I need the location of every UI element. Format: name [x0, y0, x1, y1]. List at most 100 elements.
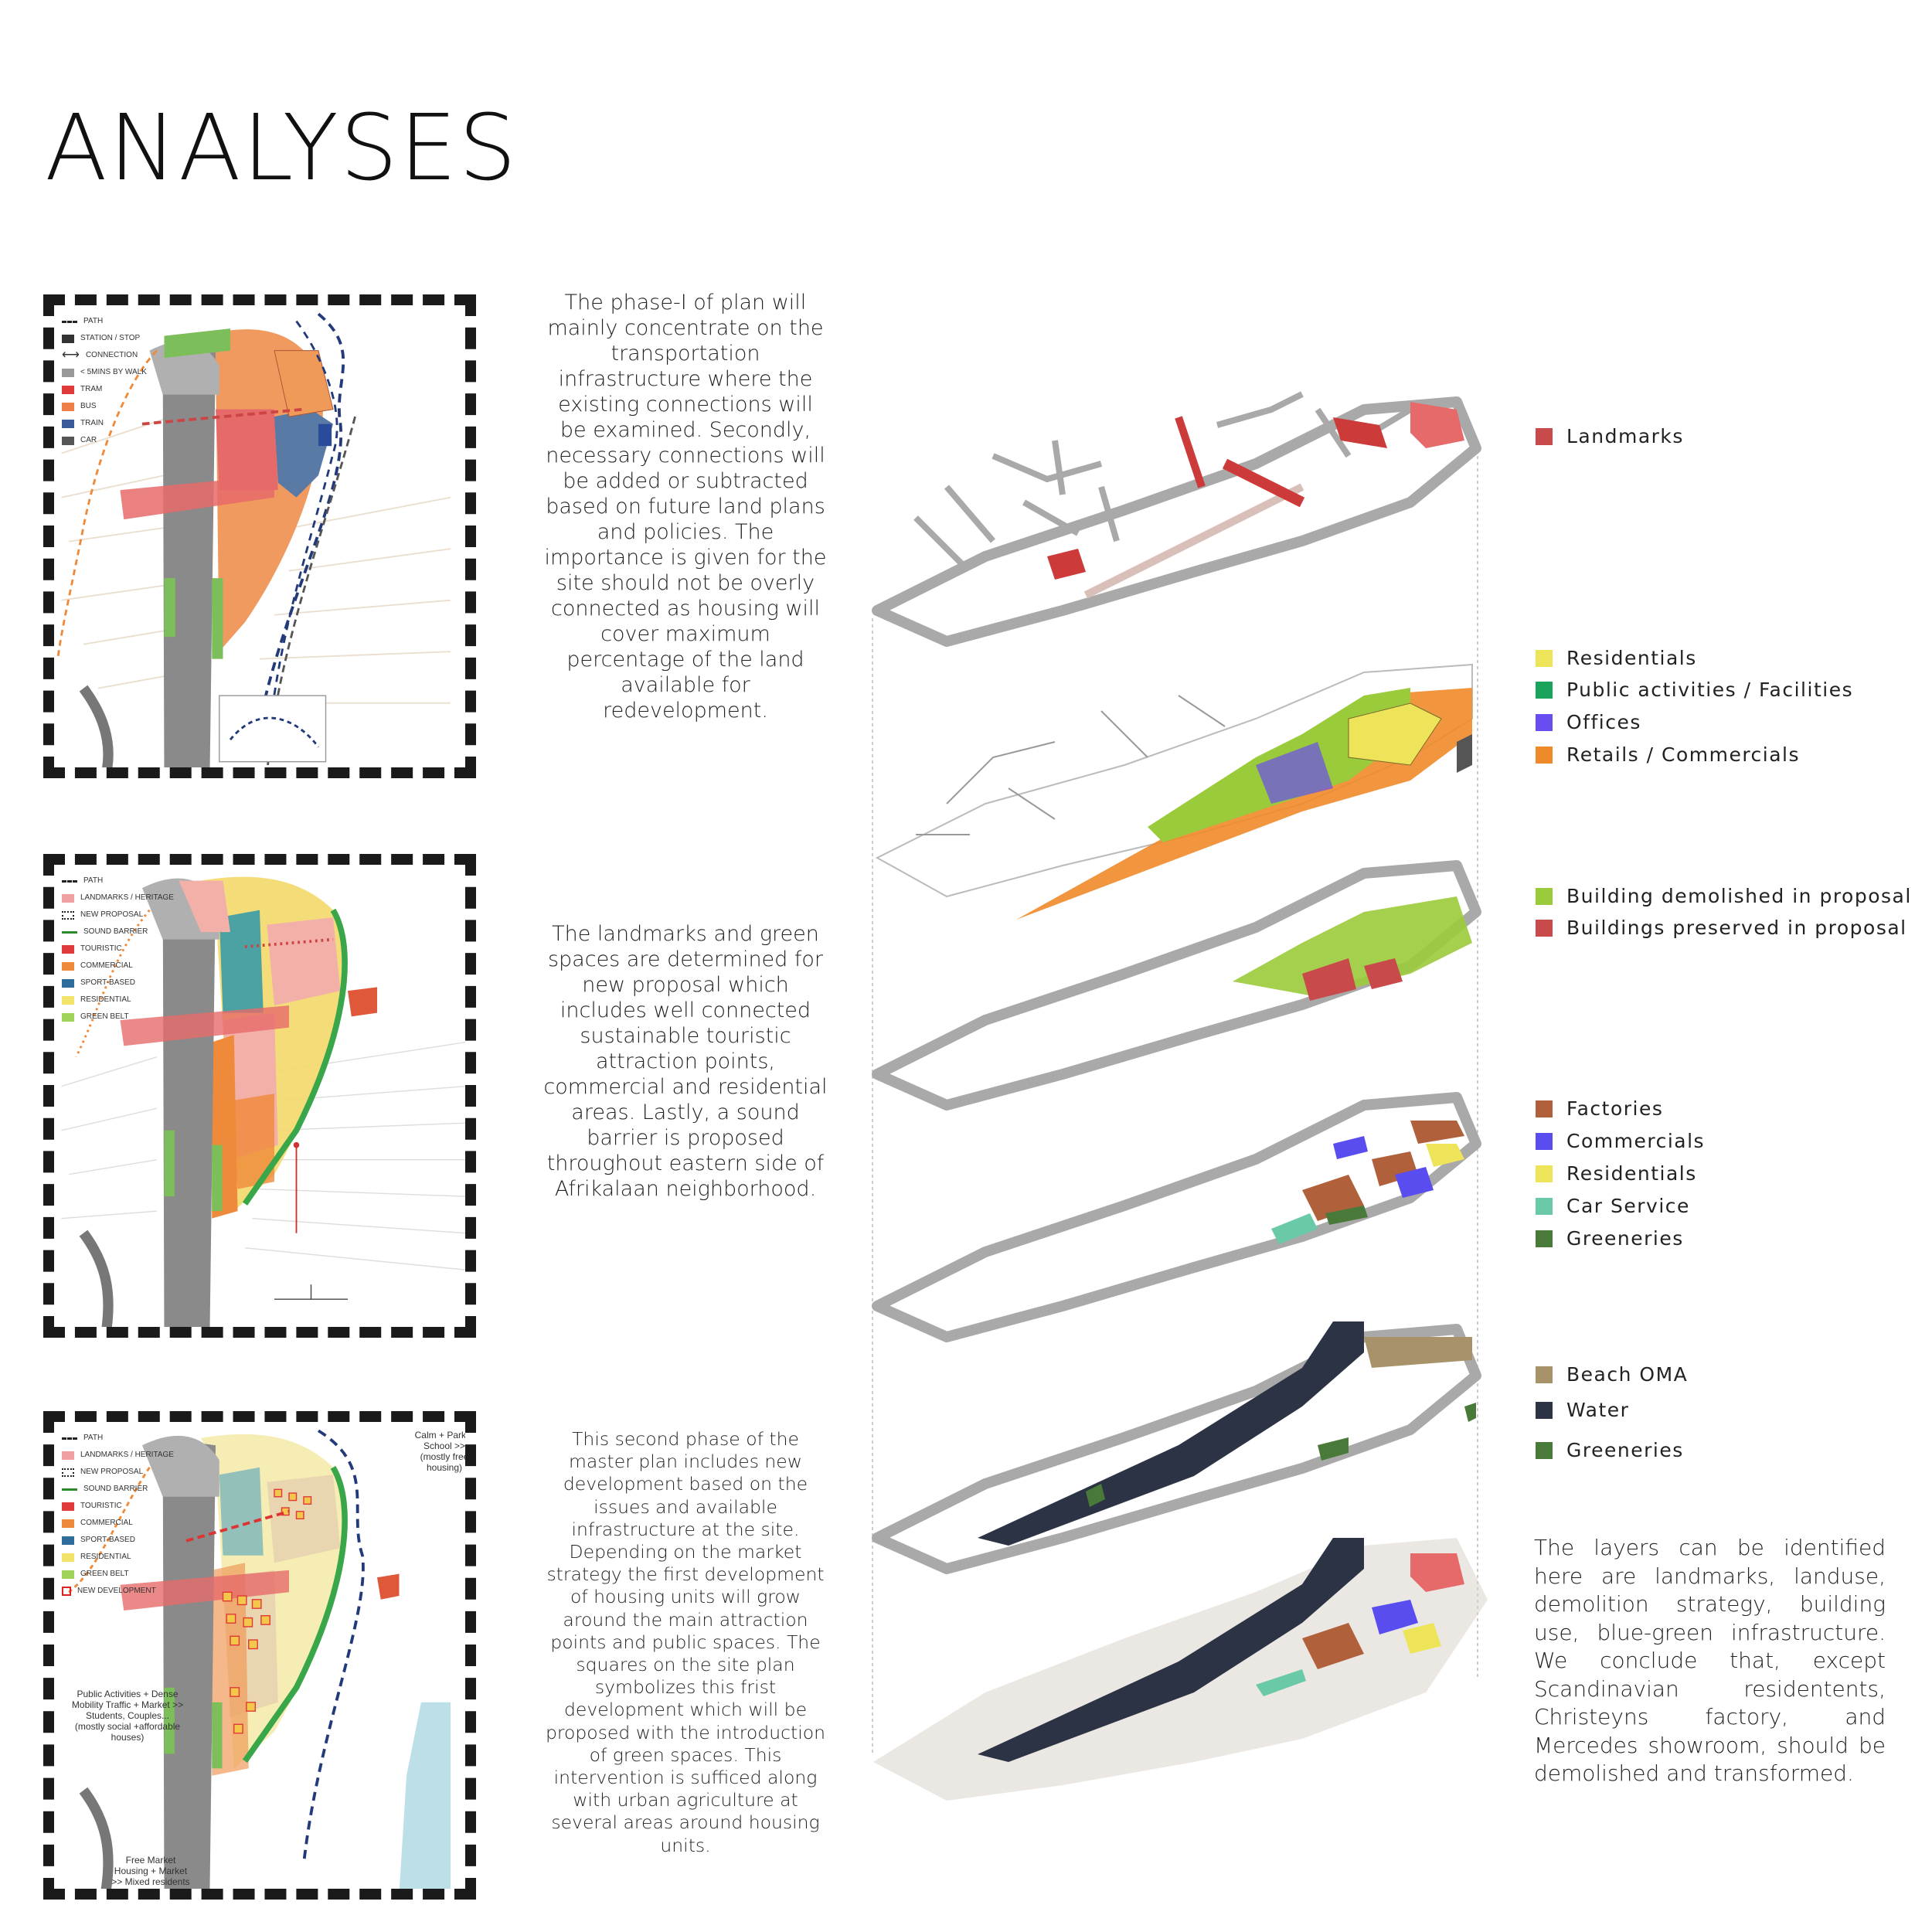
legend-label: COMMERCIAL — [80, 1519, 133, 1527]
legend-swatch — [62, 995, 74, 1005]
legend-item: Factories — [1536, 1097, 1663, 1120]
note-free-market: Free Market Housing + Market >> Mixed re… — [111, 1855, 190, 1887]
legend-row: PATH — [62, 313, 147, 330]
new-development-icon — [62, 1587, 71, 1596]
legend-row: NEW PROPOSAL — [62, 906, 174, 923]
path-line-icon — [62, 1437, 77, 1440]
legend-label: NEW DEVELOPMENT — [77, 1587, 156, 1595]
legend-swatch — [62, 1553, 74, 1562]
legend-swatch — [62, 436, 74, 445]
legend-swatch — [62, 419, 74, 428]
legend-row: TRAM — [62, 381, 147, 398]
path-line-icon — [62, 320, 77, 323]
legend-label: < 5MINS BY WALK — [80, 368, 147, 376]
layer-blue-green — [872, 1321, 1481, 1574]
legend-row: NEW DEVELOPMENT — [62, 1583, 174, 1600]
legend-row: < 5MINS BY WALK — [62, 364, 147, 381]
legend-label: Water — [1566, 1399, 1630, 1421]
swatch — [1536, 746, 1553, 764]
legend-label: Greeneries — [1566, 1227, 1684, 1250]
legend-label: Commercials — [1566, 1130, 1706, 1152]
legend-row: LANDMARKS / HERITAGE — [62, 889, 174, 906]
legend-item: Greeneries — [1536, 1227, 1684, 1250]
legend-label: COMMERCIAL — [80, 961, 133, 970]
legend-row: NEW PROPOSAL — [62, 1464, 174, 1481]
legend-swatch — [62, 893, 74, 903]
transport-map — [56, 312, 451, 767]
legend-label: Offices — [1566, 711, 1641, 733]
legend-item: Car Service — [1536, 1195, 1690, 1217]
legend-item: Residentials — [1536, 1162, 1697, 1185]
legend-row: CAR — [62, 432, 147, 449]
legend-label: Buildings preserved in proposal — [1566, 917, 1907, 939]
description-text: The landmarks and green spaces are deter… — [543, 922, 828, 1201]
legend-row: LANDMARKS / HERITAGE — [62, 1447, 174, 1464]
legend-item: Water — [1536, 1399, 1629, 1421]
legend-row: RESIDENTIAL — [62, 1549, 174, 1566]
legend-label: Retails / Commercials — [1566, 743, 1801, 766]
legend-row: ⟷CONNECTION — [62, 347, 147, 364]
swatch — [1536, 1165, 1553, 1182]
legend-row: COMMERCIAL — [62, 1515, 174, 1532]
legend-row: SOUND BARRIER — [62, 1481, 174, 1498]
dotted-box-icon — [62, 1468, 74, 1477]
legend-label: GREEN BELT — [80, 1012, 129, 1021]
swatch — [1536, 887, 1553, 905]
new-development-map — [68, 1429, 451, 1889]
legend-item: Buildings preserved in proposal — [1536, 917, 1907, 939]
description-phase-2: The landmarks and green spaces are deter… — [543, 921, 828, 1202]
legend-label: Residentials — [1566, 647, 1697, 669]
legend-swatch — [62, 978, 74, 988]
legend-row: COMMERCIAL — [62, 957, 174, 975]
layer-demolition — [872, 860, 1481, 1111]
sound-barrier-line-icon — [62, 930, 77, 934]
note-calm-park: Calm + Park + School >> (mostly free hou… — [414, 1430, 474, 1473]
description-text: This second phase of the master plan inc… — [545, 1428, 826, 1856]
swatch — [1536, 681, 1553, 699]
layer-building-use — [872, 1092, 1481, 1342]
swatch — [1536, 713, 1553, 731]
legend-swatch — [62, 1570, 74, 1579]
legend-landmarks: Landmarks — [1536, 425, 1684, 447]
sound-barrier-line-icon — [62, 1488, 77, 1491]
legend-item: Commercials — [1536, 1130, 1705, 1152]
legend-swatch — [62, 944, 74, 954]
swatch — [1536, 427, 1553, 445]
legend-label: RESIDENTIAL — [80, 995, 131, 1004]
legend-label: PATH — [83, 1434, 104, 1442]
description-text: The phase-I of plan will mainly concentr… — [544, 291, 827, 723]
legend-item: Residentials — [1536, 647, 1697, 669]
legend-row: SPORT-BASED — [62, 975, 174, 992]
page-title: ANALYSES — [45, 94, 519, 201]
swatch — [1536, 1197, 1553, 1215]
description-phase-1: The phase-I of plan will mainly concentr… — [543, 290, 828, 723]
legend-swatch — [62, 1536, 74, 1545]
swatch — [1536, 1441, 1553, 1459]
legend-swatch — [62, 961, 74, 971]
legend-label: Public activities / Facilities — [1566, 679, 1854, 701]
path-line-icon — [62, 879, 77, 883]
legend-label: Residentials — [1566, 1162, 1697, 1185]
swatch — [1536, 1100, 1553, 1117]
site-plan-phase-3: PATH LANDMARKS / HERITAGE NEW PROPOSAL SOUN… — [43, 1411, 476, 1900]
legend-label: CONNECTION — [85, 351, 138, 359]
legend-label: CAR — [80, 436, 97, 444]
legend-label: Beach OMA — [1566, 1363, 1689, 1386]
legend-item: Retails / Commercials — [1536, 743, 1800, 766]
legend-item: Offices — [1536, 711, 1641, 733]
legend-label: GREEN BELT — [80, 1570, 129, 1578]
legend-row: SOUND BARRIER — [62, 923, 174, 940]
legend-swatch — [62, 1519, 74, 1528]
legend-row: GREEN BELT — [62, 1009, 174, 1026]
legend-label: SPORT-BASED — [80, 1536, 135, 1544]
legend-phase-3: PATH LANDMARKS / HERITAGE NEW PROPOSAL SOUN… — [62, 1430, 174, 1600]
legend-label: Landmarks — [1566, 425, 1684, 447]
legend-label: Factories — [1566, 1097, 1664, 1120]
legend-label: Car Service — [1566, 1195, 1690, 1217]
dotted-box-icon — [62, 910, 74, 920]
legend-label: NEW PROPOSAL — [80, 1468, 144, 1476]
